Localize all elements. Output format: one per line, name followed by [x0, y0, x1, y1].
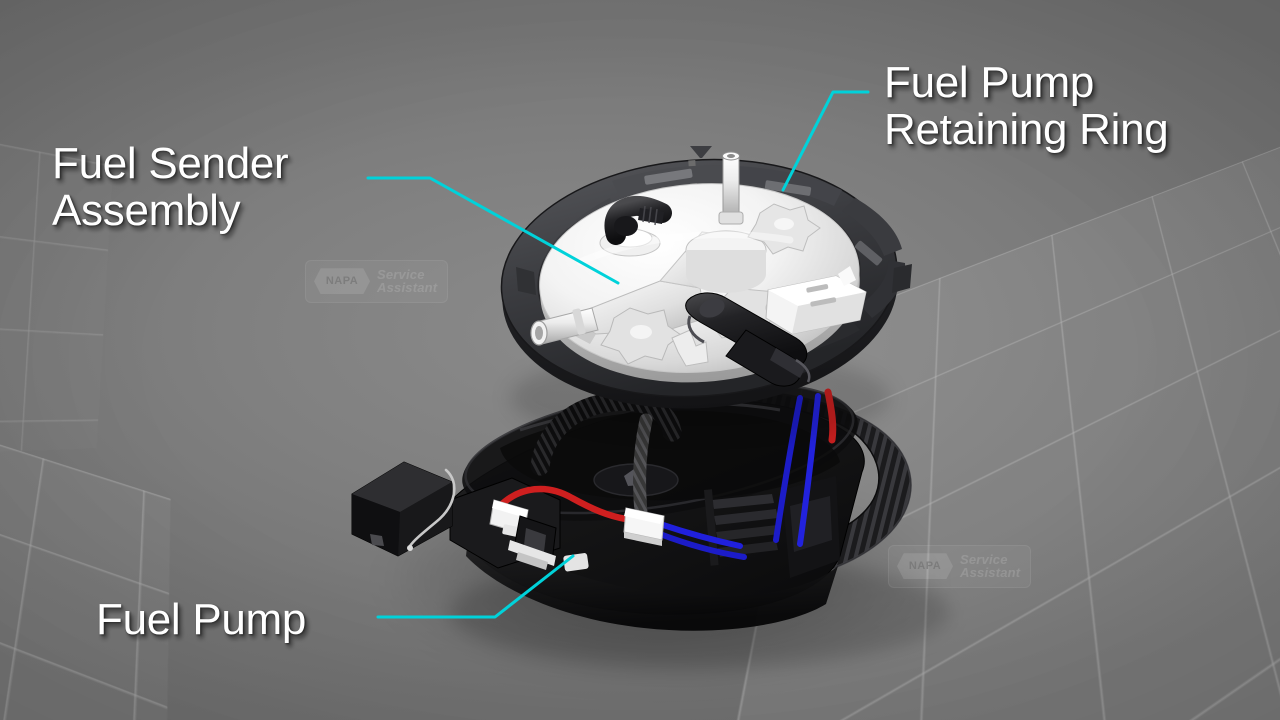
fuel-outlet-port	[530, 307, 599, 346]
fuel-pump-right-face	[398, 482, 452, 556]
napa-logo-icon: NAPA	[897, 553, 953, 580]
fuel-pump-top-face	[352, 462, 452, 512]
fuel-pump-outlet	[370, 534, 384, 546]
callout-label-fuel-pump-retaining-ring: Fuel Pump Retaining Ring	[884, 58, 1169, 154]
sender-standoff-upper	[747, 203, 821, 255]
fuel-pump-wire-end	[407, 545, 413, 551]
callout-label-fuel-sender-assembly: Fuel Sender Assembly	[52, 139, 289, 235]
white-electrical-connector	[765, 266, 867, 335]
vent-tube	[718, 151, 744, 225]
watermark-line-2: Assistant	[960, 565, 1021, 581]
watermark-line-2: Assistant	[377, 280, 438, 296]
white-inline-connector	[623, 507, 665, 546]
wire-blue-pump-feed-a	[657, 521, 743, 549]
wire-blue-pump-feed-b	[657, 531, 747, 560]
black-electrical-connector	[685, 292, 811, 387]
wire-red-pump-feed	[496, 485, 630, 523]
pump-harness	[489, 485, 747, 570]
watermark-line-1: Service	[960, 552, 1008, 567]
reservoir-white-tab	[563, 553, 589, 572]
watermark-text: Service Assistant	[377, 268, 437, 295]
sender-center-boss-side	[686, 250, 766, 293]
napa-logo-icon: NAPA	[314, 268, 370, 295]
fuel-pump-front-face	[352, 494, 400, 556]
fuel-pump-component	[351, 461, 456, 557]
sender-standoff-lower	[600, 307, 682, 365]
watermark-line-1: Service	[377, 267, 425, 282]
callout-label-fuel-pump: Fuel Pump	[96, 595, 307, 644]
watermark-text: Service Assistant	[960, 553, 1020, 580]
watermark-napa-service-assistant-secondary: NAPA Service Assistant	[888, 545, 1032, 588]
fuel-pump-retainer-wire	[408, 468, 456, 548]
watermark-napa-service-assistant: NAPA Service Assistant	[305, 260, 449, 303]
